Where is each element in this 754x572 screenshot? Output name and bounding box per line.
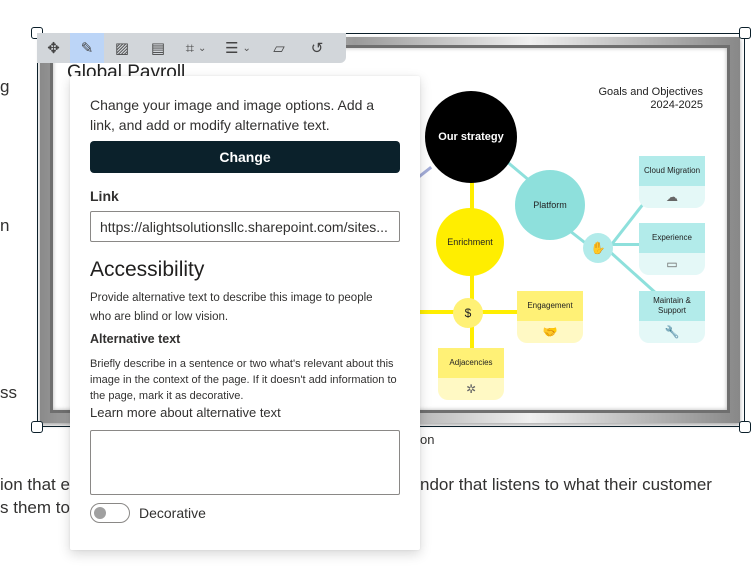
resize-handle-bottom-right[interactable] [739, 421, 751, 433]
change-image-button[interactable]: Change [90, 141, 400, 173]
wrench-icon: 🔧 [664, 325, 680, 339]
image-options-panel: Change your image and image options. Add… [70, 76, 420, 550]
box-experience: Experience ▭ [639, 223, 705, 275]
toggle-knob [94, 507, 106, 519]
edit-button[interactable]: ✎ [70, 33, 104, 63]
window-edit-icon: ▱ [273, 40, 285, 57]
image-caption-fragment: on [420, 432, 435, 447]
page-paragraph-fragment: ndor that listens to what their customer [420, 475, 712, 494]
box-adjacencies: Adjacencies ✲ [438, 348, 504, 400]
handshake-icon: 🤝 [542, 325, 558, 339]
crop-icon: ⌗ [185, 39, 195, 57]
reset-button[interactable]: ↺ [298, 33, 336, 63]
alt-text-button[interactable]: ▱ [260, 33, 298, 63]
resize-handle-bottom-left[interactable] [31, 421, 43, 433]
decorative-toggle[interactable] [90, 503, 130, 523]
node-our-strategy: Our strategy [425, 91, 517, 183]
accessibility-heading: Accessibility [90, 258, 205, 281]
pencil-icon: ✎ [80, 40, 94, 57]
box-engagement: Engagement 🤝 [517, 291, 583, 343]
alt-text-label: Alternative text [90, 332, 181, 346]
box-cloud-migration: Cloud Migration ☁ [639, 156, 705, 208]
undo-icon: ↺ [310, 40, 324, 57]
learn-more-alt-text-link[interactable]: Learn more about alternative text [90, 405, 281, 420]
cloud-icon: ☁ [666, 190, 678, 204]
box-adjacencies-label: Adjacencies [438, 348, 504, 378]
move-button[interactable]: ✥ [37, 33, 70, 63]
decorative-label: Decorative [139, 505, 206, 521]
connector-line [608, 243, 658, 246]
money-icon: $ [453, 298, 483, 328]
box-cloud-migration-label: Cloud Migration [639, 156, 705, 186]
link-label: Link [90, 188, 119, 204]
link-input[interactable]: https://alightsolutionsllc.sharepoint.co… [90, 211, 400, 242]
align-icon: ☰ [225, 40, 239, 57]
goals-year: 2024-2025 [650, 99, 703, 111]
page-paragraph-fragment: ion that e [0, 475, 70, 494]
goals-line: Goals and Objectives [598, 86, 703, 98]
accessibility-description: Provide alternative text to describe thi… [90, 292, 373, 323]
image-goals-heading: Goals and Objectives 2024-2025 [598, 86, 703, 112]
box-engagement-label: Engagement [517, 291, 583, 321]
align-button[interactable]: ☰⌄ [216, 33, 260, 63]
image-text-icon: ▤ [150, 40, 166, 57]
page-text-fragment: n [0, 216, 10, 235]
page-text-fragment: g [0, 77, 10, 96]
node-enrichment: Enrichment [436, 208, 504, 276]
alt-text-input[interactable] [90, 430, 400, 495]
page-text-fragment: ss [0, 383, 17, 402]
box-experience-label: Experience [639, 223, 705, 253]
hand-coins-icon: ✋ [583, 233, 613, 263]
devices-icon: ▭ [666, 257, 678, 271]
puzzle-icon: ✲ [465, 382, 477, 396]
node-platform: Platform [515, 170, 585, 240]
box-maintain-support: Maintain & Support 🔧 [639, 291, 705, 343]
crop-button[interactable]: ⌗⌄ [176, 33, 216, 63]
panel-intro-text: Change your image and image options. Add… [90, 97, 375, 133]
resize-handle-top-right[interactable] [739, 27, 751, 39]
move-icon: ✥ [47, 40, 60, 57]
box-maintain-support-label: Maintain & Support [639, 291, 705, 321]
edit-image-button[interactable]: ▨ [104, 33, 140, 63]
image-toolbar: ✥ ✎ ▨ ▤ ⌗⌄ ☰⌄ ▱ ↺ [37, 33, 346, 63]
page-paragraph-fragment: s them to [0, 498, 70, 517]
image-caption-button[interactable]: ▤ [140, 33, 176, 63]
chevron-down-icon: ⌄ [198, 42, 207, 54]
alt-text-description: Briefly describe in a sentence or two wh… [90, 358, 397, 402]
chevron-down-icon: ⌄ [242, 42, 251, 54]
image-edit-icon: ▨ [114, 40, 130, 57]
